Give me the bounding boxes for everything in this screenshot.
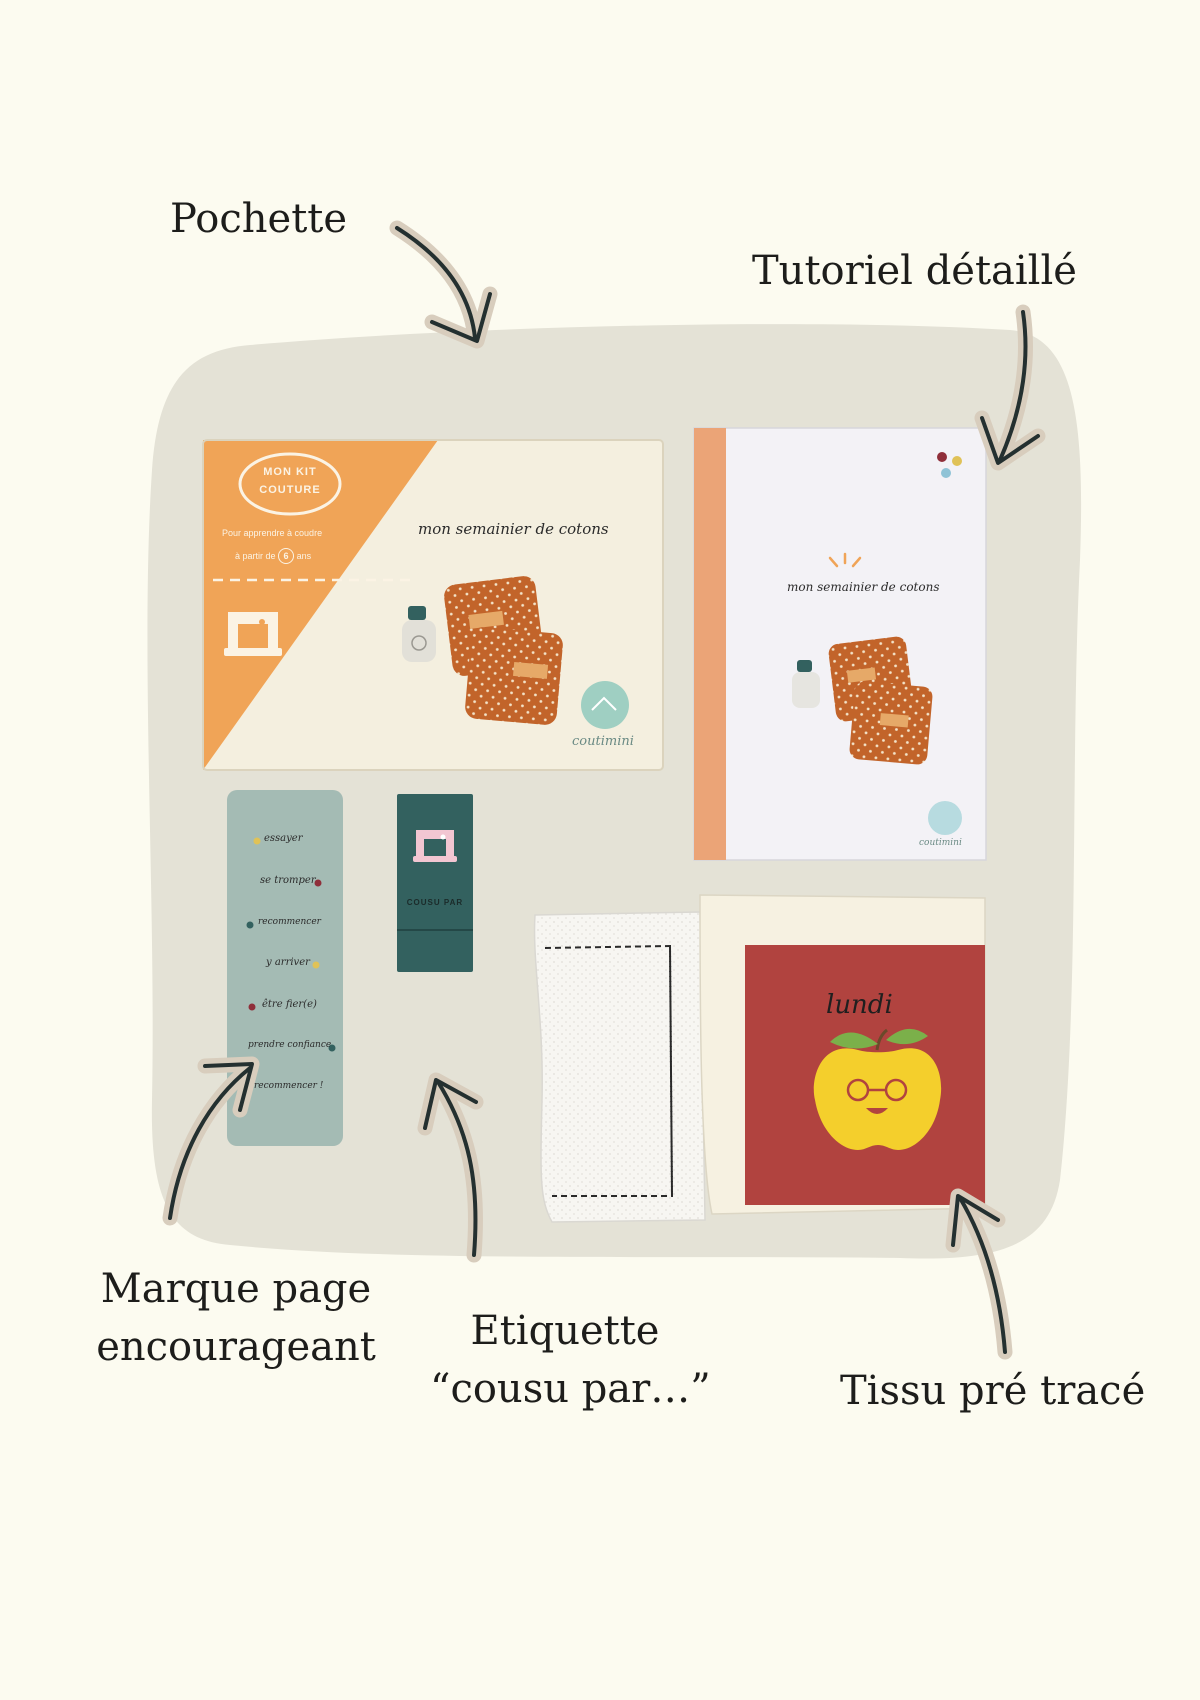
brand-logo-icon xyxy=(581,681,629,729)
tag-text: COUSU PAR xyxy=(406,898,464,907)
arrow-etiquette-icon xyxy=(417,1072,484,1263)
bookmark-line: se tromper xyxy=(260,875,316,886)
label-tutoriel: Tutoriel détaillé xyxy=(752,248,1077,294)
label-marque-page: Marque page encourageant xyxy=(92,1260,380,1376)
pouch-age-text: Pour apprendre à coudre xyxy=(222,528,323,538)
label-pochette: Pochette xyxy=(170,196,348,242)
bookmark-line: essayer xyxy=(264,833,303,844)
arrow-pochette-icon xyxy=(389,220,498,349)
arrow-tissu-icon xyxy=(945,1188,1013,1360)
label-tissu: Tissu pré tracé xyxy=(840,1368,1146,1414)
soap-bottle-illustration xyxy=(402,606,436,662)
apple-illustration xyxy=(813,1028,942,1150)
pouch-badge-line1: MON KIT xyxy=(263,466,317,478)
booklet xyxy=(693,427,987,861)
pouch xyxy=(202,439,664,771)
pouch-age-value: 6 xyxy=(278,548,295,564)
pouch-age-prefix: à partir de xyxy=(235,551,276,561)
cotton-pads-illustration xyxy=(828,636,933,765)
fabric-day-label: lundi xyxy=(826,990,893,1020)
cotton-pads-illustration xyxy=(444,576,563,725)
bookmark xyxy=(227,790,343,1146)
label-marque-page-line2: encourageant xyxy=(96,1324,376,1370)
brand-logo-icon xyxy=(928,801,962,835)
label-etiquette-line1: Etiquette xyxy=(470,1308,660,1354)
pouch-brand: coutimini xyxy=(572,734,634,749)
sewing-machine-icon xyxy=(224,612,282,656)
label-etiquette-line2: “cousu par…” xyxy=(430,1366,711,1412)
arrow-marque-page-icon xyxy=(162,1056,260,1226)
pouch-product-title: mon semainier de cotons xyxy=(418,520,609,538)
label-marque-page-line1: Marque page xyxy=(100,1266,372,1312)
bookmark-line: recommencer ! xyxy=(254,1081,324,1091)
sewing-machine-icon xyxy=(413,830,457,862)
pouch-badge-line2: COUTURE xyxy=(259,484,321,496)
bookmark-line: être fier(e) xyxy=(262,999,317,1010)
bookmark-line: y arriver xyxy=(266,957,310,968)
bookmark-line: recommencer xyxy=(258,917,321,927)
bookmark-line: prendre confiance xyxy=(248,1040,332,1050)
label-etiquette: Etiquette “cousu par…” xyxy=(430,1302,711,1418)
fabric xyxy=(533,894,986,1223)
soap-bottle-illustration xyxy=(792,660,820,708)
cousu-par-tag xyxy=(397,794,473,972)
pouch-age-line: à partir de 6 ans xyxy=(235,548,311,564)
booklet-brand: coutimini xyxy=(919,838,962,848)
booklet-product-title: mon semainier de cotons xyxy=(787,580,940,594)
pouch-badge xyxy=(238,452,342,516)
arrow-tutoriel-icon xyxy=(974,304,1046,471)
pouch-age-suffix: ans xyxy=(296,551,312,561)
